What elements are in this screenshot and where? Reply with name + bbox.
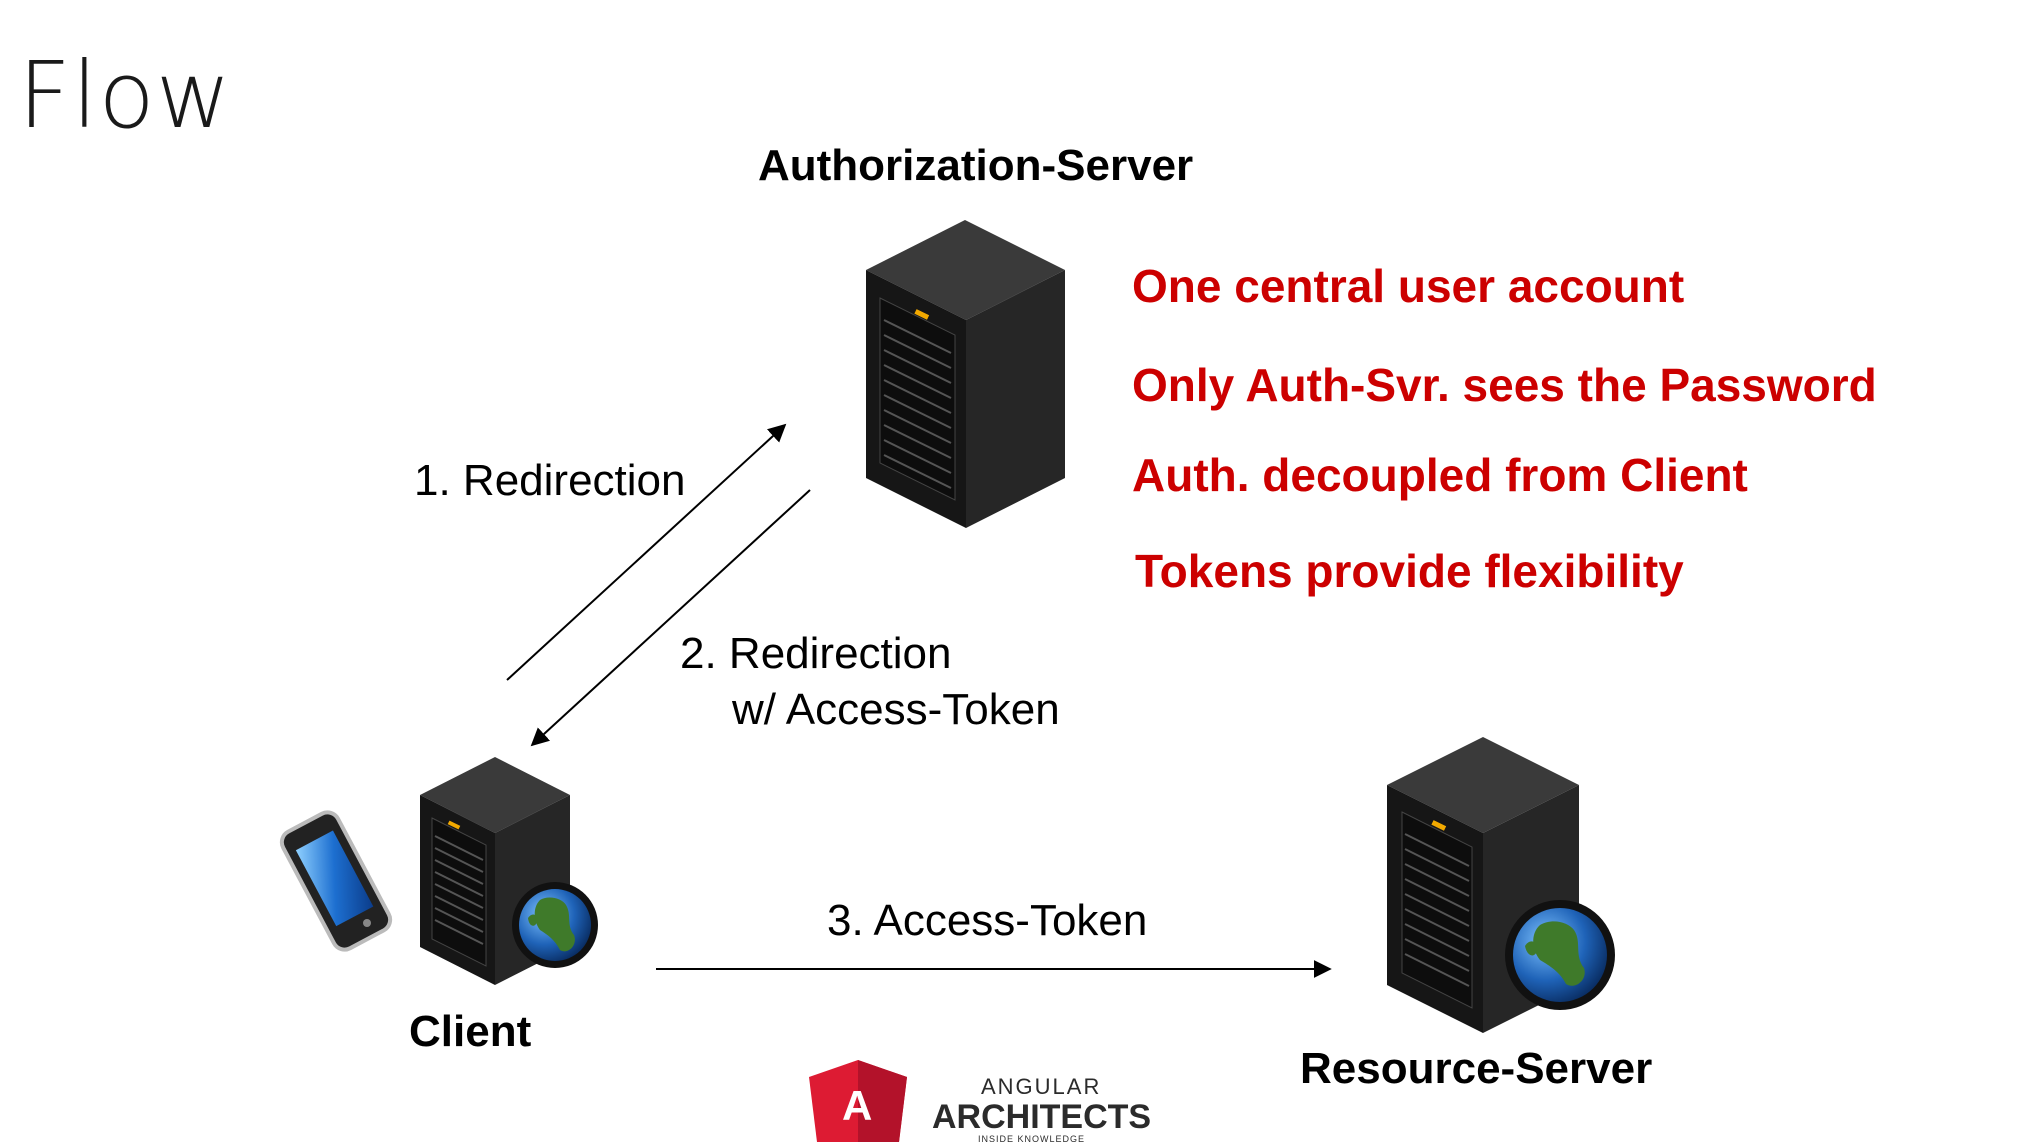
authorization-server-icon <box>866 220 1065 528</box>
smartphone-icon <box>279 810 393 952</box>
client-label: Client <box>409 1007 532 1056</box>
logo-line3: INSIDE KNOWLEDGE <box>978 1134 1086 1144</box>
resource-globe-icon <box>1505 900 1615 1010</box>
step2-label: 2. Redirection <box>680 629 952 678</box>
benefit-decoupled: Auth. decoupled from Client <box>1132 449 1748 501</box>
logo-line2: ARCHITECTS <box>932 1098 1152 1136</box>
benefit-central-account: One central user account <box>1132 260 1685 312</box>
redirection-arrow <box>506 423 787 681</box>
logo-line1: ANGULAR <box>981 1074 1102 1099</box>
step2-sublabel: w/ Access-Token <box>732 685 1060 734</box>
step3-label: 3. Access-Token <box>827 896 1148 945</box>
benefit-token-flexibility: Tokens provide flexibility <box>1135 545 1684 597</box>
step1-label: 1. Redirection <box>414 456 686 505</box>
angular-architects-logo-icon <box>809 1060 907 1142</box>
slide-title: Flow <box>18 42 233 149</box>
logo-letter: A <box>842 1082 873 1129</box>
authorization-server-label: Authorization-Server <box>758 141 1194 190</box>
redirection-with-token-arrow <box>530 489 811 747</box>
server-rack-slots <box>883 319 952 489</box>
benefit-password-isolation: Only Auth-Svr. sees the Password <box>1132 359 1877 411</box>
resource-server-label: Resource-Server <box>1300 1044 1653 1093</box>
client-globe-icon <box>512 882 598 968</box>
